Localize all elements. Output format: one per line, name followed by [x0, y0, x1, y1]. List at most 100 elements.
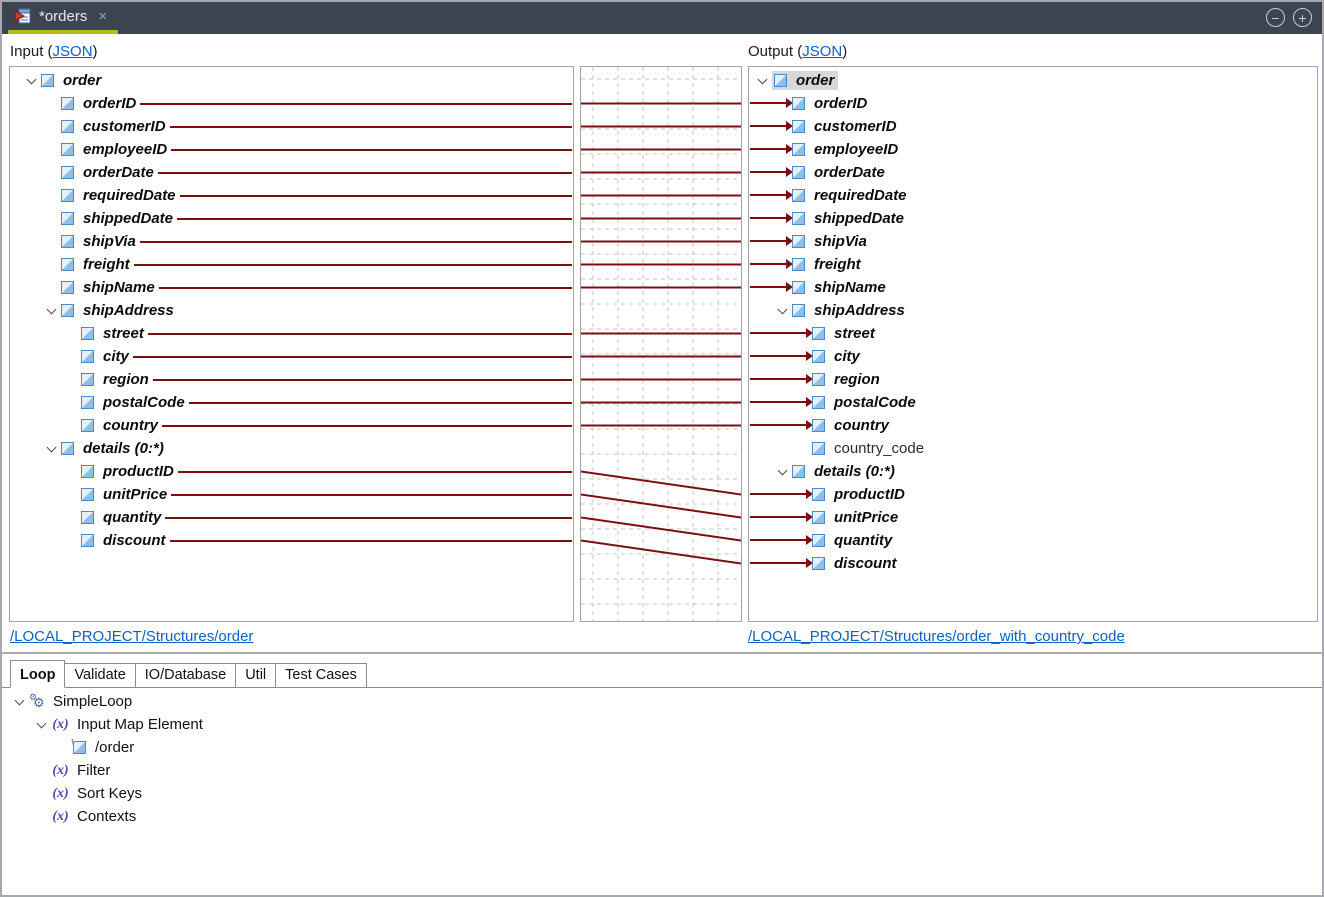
- tab-io-database[interactable]: IO/Database: [135, 663, 237, 687]
- tree-item-label[interactable]: discount: [103, 532, 166, 549]
- tree-item-label[interactable]: unitPrice: [103, 486, 168, 503]
- tree-row[interactable]: customerID: [10, 115, 573, 138]
- tree-row[interactable]: requiredDate: [749, 184, 1317, 207]
- chevron-down-icon[interactable]: [775, 463, 792, 480]
- tree-item-label[interactable]: country_code: [834, 440, 925, 457]
- tree-row[interactable]: shipAddress: [749, 299, 1317, 322]
- tree-row[interactable]: city: [10, 345, 573, 368]
- loop-tree-label[interactable]: /order: [95, 739, 135, 756]
- tree-row[interactable]: orderDate: [749, 161, 1317, 184]
- mapping-line[interactable]: [162, 424, 572, 427]
- mapping-line[interactable]: [158, 286, 572, 289]
- tree-row[interactable]: productID: [10, 460, 573, 483]
- input-json-link[interactable]: JSON: [52, 43, 93, 60]
- output-json-link[interactable]: JSON: [802, 43, 843, 60]
- chevron-down-icon[interactable]: [775, 302, 792, 319]
- mapping-connection-line[interactable]: [580, 539, 742, 565]
- tree-row[interactable]: discount: [749, 552, 1317, 575]
- tree-item-label[interactable]: shipAddress: [814, 302, 905, 319]
- tree-item-label[interactable]: freight: [83, 256, 130, 273]
- tree-row[interactable]: discount: [10, 529, 573, 552]
- mapping-line[interactable]: [169, 125, 572, 128]
- tree-item-label[interactable]: customerID: [814, 118, 897, 135]
- tree-item-label[interactable]: orderDate: [83, 164, 154, 181]
- tree-item-label[interactable]: postalCode: [834, 394, 916, 411]
- mapping-connection-line[interactable]: [580, 470, 742, 496]
- tree-row[interactable]: unitPrice: [10, 483, 573, 506]
- loop-tree-label[interactable]: Input Map Element: [77, 716, 203, 733]
- tree-row[interactable]: shipName: [10, 276, 573, 299]
- tree-item-label[interactable]: order: [63, 72, 102, 89]
- zoom-in-button[interactable]: +: [1293, 8, 1312, 27]
- tree-row[interactable]: country: [10, 414, 573, 437]
- tree-item-label[interactable]: shippedDate: [814, 210, 905, 227]
- tree-item-label[interactable]: freight: [814, 256, 861, 273]
- tree-item-label[interactable]: shipName: [83, 279, 155, 296]
- zoom-out-button[interactable]: −: [1266, 8, 1285, 27]
- tree-item-label[interactable]: shipVia: [814, 233, 867, 250]
- tree-item-label[interactable]: country: [834, 417, 890, 434]
- tree-row[interactable]: details (0:*): [749, 460, 1317, 483]
- tree-row[interactable]: quantity: [749, 529, 1317, 552]
- tree-row[interactable]: employeeID: [749, 138, 1317, 161]
- tree-item-label[interactable]: street: [103, 325, 144, 342]
- document-tab-orders[interactable]: *orders ×: [8, 2, 117, 30]
- tree-row[interactable]: street: [10, 322, 573, 345]
- tree-item-label[interactable]: postalCode: [103, 394, 185, 411]
- tree-item-label[interactable]: orderID: [83, 95, 137, 112]
- tree-item-label[interactable]: details (0:*): [83, 440, 164, 457]
- tree-row[interactable]: country_code: [749, 437, 1317, 460]
- mapping-line[interactable]: [132, 355, 572, 358]
- loop-tree-row[interactable]: (x)Filter: [2, 759, 1322, 782]
- mapping-connection-line[interactable]: [580, 516, 742, 542]
- tree-item-label[interactable]: country: [103, 417, 159, 434]
- mapping-line[interactable]: [165, 516, 572, 519]
- tree-row[interactable]: orderID: [10, 92, 573, 115]
- tree-item-label[interactable]: shipAddress: [83, 302, 174, 319]
- loop-tree-row[interactable]: ↑/order: [2, 736, 1322, 759]
- tree-item-label[interactable]: unitPrice: [834, 509, 899, 526]
- tree-item-label[interactable]: employeeID: [83, 141, 168, 158]
- output-structure-link[interactable]: /LOCAL_PROJECT/Structures/order_with_cou…: [748, 628, 1125, 645]
- tree-row[interactable]: country: [749, 414, 1317, 437]
- tab-util[interactable]: Util: [236, 663, 277, 687]
- tree-row[interactable]: requiredDate: [10, 184, 573, 207]
- tree-row[interactable]: orderID: [749, 92, 1317, 115]
- tree-item-label[interactable]: region: [103, 371, 149, 388]
- tree-item-label[interactable]: shipName: [814, 279, 886, 296]
- tree-item-label[interactable]: region: [834, 371, 880, 388]
- tree-row[interactable]: region: [10, 368, 573, 391]
- tree-item-label[interactable]: city: [103, 348, 129, 365]
- mapping-line[interactable]: [177, 470, 572, 473]
- tree-row[interactable]: unitPrice: [749, 506, 1317, 529]
- tree-item-label[interactable]: street: [834, 325, 875, 342]
- mapping-line[interactable]: [157, 171, 572, 174]
- tree-row[interactable]: street: [749, 322, 1317, 345]
- tree-row[interactable]: quantity: [10, 506, 573, 529]
- tree-item-label[interactable]: employeeID: [814, 141, 899, 158]
- tree-row[interactable]: shipAddress: [10, 299, 573, 322]
- mapping-line[interactable]: [152, 378, 572, 381]
- tree-item-label[interactable]: city: [834, 348, 860, 365]
- chevron-down-icon[interactable]: [755, 72, 772, 89]
- loop-tree-label[interactable]: Contexts: [77, 808, 137, 825]
- tab-test-cases[interactable]: Test Cases: [276, 663, 367, 687]
- tree-item-label[interactable]: discount: [834, 555, 897, 572]
- tree-item-label[interactable]: order: [796, 72, 835, 89]
- loop-tree-row[interactable]: (x)Sort Keys: [2, 782, 1322, 805]
- tree-row[interactable]: details (0:*): [10, 437, 573, 460]
- close-icon[interactable]: ×: [98, 7, 108, 25]
- mapping-line[interactable]: [139, 240, 572, 243]
- mapping-line[interactable]: [171, 493, 572, 496]
- tree-item-label[interactable]: quantity: [834, 532, 893, 549]
- tree-item-label[interactable]: orderID: [814, 95, 868, 112]
- tree-item-label[interactable]: requiredDate: [83, 187, 176, 204]
- tab-loop[interactable]: Loop: [10, 660, 66, 688]
- tree-row[interactable]: shipName: [749, 276, 1317, 299]
- tree-row[interactable]: productID: [749, 483, 1317, 506]
- horizontal-splitter[interactable]: [2, 652, 1322, 654]
- tree-item-label[interactable]: shippedDate: [83, 210, 174, 227]
- mapping-line[interactable]: [188, 401, 572, 404]
- tree-item-label[interactable]: requiredDate: [814, 187, 907, 204]
- mapping-line[interactable]: [140, 102, 572, 105]
